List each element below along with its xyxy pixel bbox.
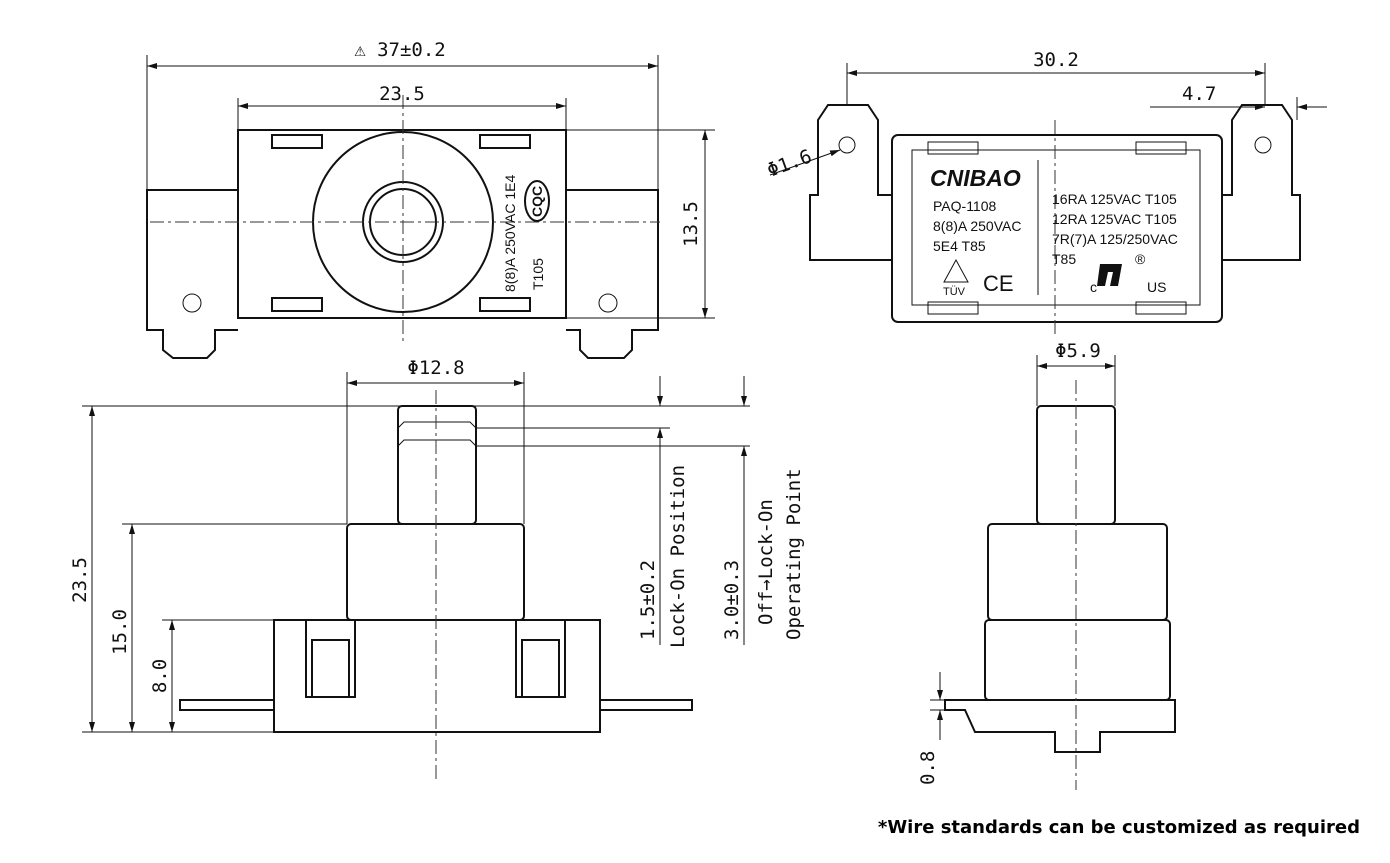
tuv-icon	[943, 258, 969, 283]
operating-label-2: Operating Point	[783, 468, 805, 640]
ce-mark: CE	[983, 271, 1014, 296]
switch-body	[237, 129, 567, 319]
front-view: Φ12.8 23.5 15.0 8.0 1.5±0.2 Lock-On Posi…	[69, 357, 805, 780]
model-number: PAQ-1108	[933, 198, 997, 214]
plunger	[397, 405, 477, 525]
ul-registered: ®	[1135, 251, 1146, 267]
dim-body-height: 15.0	[109, 609, 131, 655]
operating-label-1: Off→Lock-On	[755, 499, 777, 625]
dim-body-width: 23.5	[379, 83, 425, 105]
lock-on-label: Lock-On Position	[667, 465, 689, 648]
dim-terminal-width: 4.7	[1182, 83, 1216, 105]
rating-right-3: 7R(7)A 125/250VAC	[1052, 231, 1178, 247]
lower-body	[984, 619, 1171, 701]
dim-overall-width: ⚠ 37±0.2	[354, 39, 446, 61]
top-right-view: 30.2 4.7 Φ1.6 CNIBAO PAQ-1108 8(8)A 250V…	[764, 49, 1327, 335]
rating-right-1: 16RA 125VAC T105	[1052, 191, 1177, 207]
ul-logo-icon	[1097, 264, 1122, 286]
rating-right-4: T85	[1052, 251, 1076, 267]
footnote: *Wire standards can be customized as req…	[878, 817, 1360, 838]
marking-temp: T105	[530, 258, 546, 290]
left-terminal	[146, 189, 238, 359]
rating-left-2: 5E4 T85	[933, 238, 986, 254]
dim-base-height: 8.0	[149, 659, 171, 693]
cnibao-logo: CNIBAO	[930, 165, 1021, 191]
right-terminal	[599, 699, 693, 711]
side-view: Φ5.9 0.8	[917, 340, 1176, 790]
dim-terminal-span: 30.2	[1033, 49, 1079, 71]
left-terminal	[809, 104, 892, 261]
dim-hole: Φ1.6	[764, 145, 815, 181]
switch-body	[891, 134, 1223, 323]
dim-height: 13.5	[680, 201, 702, 247]
dim-thickness: 0.8	[917, 751, 939, 785]
operating-value: 3.0±0.3	[721, 560, 743, 640]
tuv-label: TÜV	[943, 286, 966, 298]
lock-on-value: 1.5±0.2	[637, 560, 659, 640]
right-terminal	[566, 189, 659, 359]
base	[273, 619, 601, 733]
rating-left-1: 8(8)A 250VAC	[933, 218, 1021, 234]
top-left-view: ⚠ 37±0.2 23.5 13.5 8(8)A 250VAC 1E4 T105…	[146, 39, 715, 359]
ul-us: US	[1147, 279, 1166, 295]
marking-rating: 8(8)A 250VAC 1E4	[502, 175, 518, 292]
ul-c: c	[1090, 279, 1097, 295]
dim-total-height: 23.5	[69, 557, 91, 603]
upper-body	[987, 523, 1168, 621]
cqc-logo: CQC	[529, 186, 545, 217]
dim-diameter: Φ5.9	[1055, 340, 1101, 362]
right-terminal	[1222, 104, 1301, 261]
left-terminal	[179, 699, 275, 711]
terminal-flange	[944, 699, 1176, 753]
rating-right-2: 12RA 125VAC T105	[1052, 211, 1177, 227]
dim-diameter: Φ12.8	[407, 357, 464, 379]
